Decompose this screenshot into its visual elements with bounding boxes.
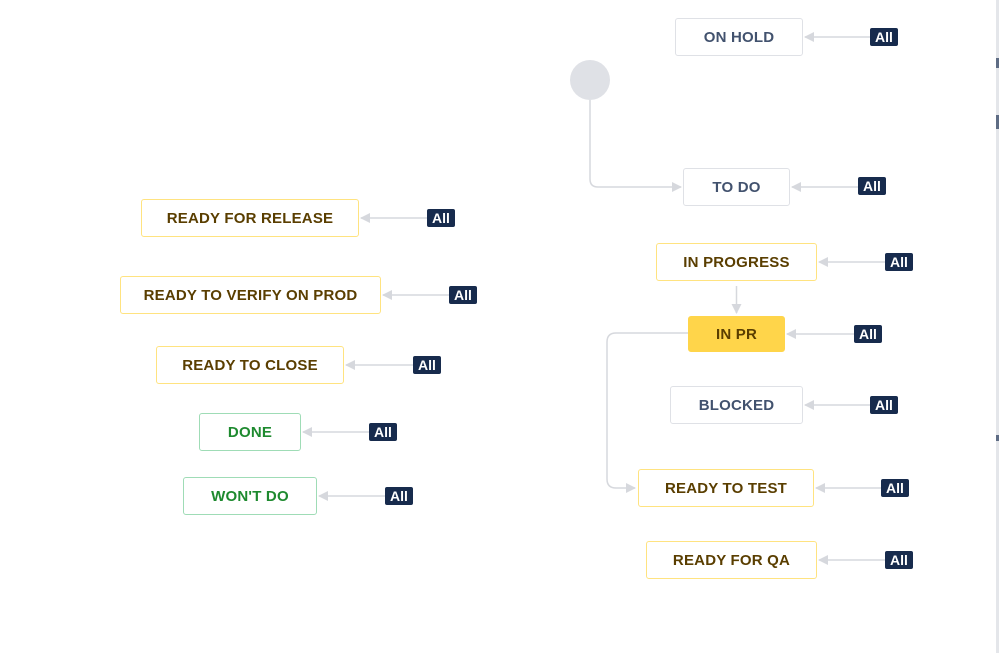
all-transition-badge[interactable]: All <box>885 253 913 271</box>
scrollbar-track[interactable] <box>996 0 999 653</box>
all-transition-badge[interactable]: All <box>858 177 886 195</box>
all-transition-badge[interactable]: All <box>854 325 882 343</box>
all-transition-badge[interactable]: All <box>427 209 455 227</box>
scrollbar-marker <box>996 58 999 68</box>
all-transition-badge[interactable]: All <box>449 286 477 304</box>
status-in-pr[interactable]: IN PR <box>688 316 785 352</box>
status-ready-for-release[interactable]: READY FOR RELEASE <box>141 199 359 237</box>
status-ready-to-verify-on-prod[interactable]: READY TO VERIFY ON PROD <box>120 276 381 314</box>
status-in-progress[interactable]: IN PROGRESS <box>656 243 817 281</box>
transition-arrow <box>606 332 688 493</box>
status-blocked[interactable]: BLOCKED <box>670 386 803 424</box>
transition-arrow <box>589 100 682 192</box>
scrollbar-marker <box>996 435 999 441</box>
start-node <box>570 60 610 100</box>
all-transition-badge[interactable]: All <box>413 356 441 374</box>
status-ready-to-close[interactable]: READY TO CLOSE <box>156 346 344 384</box>
all-transition-badge[interactable]: All <box>870 396 898 414</box>
status-wont-do[interactable]: WON'T DO <box>183 477 317 515</box>
all-transition-badge[interactable]: All <box>385 487 413 505</box>
all-transition-badge[interactable]: All <box>870 28 898 46</box>
all-transition-badge[interactable]: All <box>881 479 909 497</box>
status-done[interactable]: DONE <box>199 413 301 451</box>
status-to-do[interactable]: TO DO <box>683 168 790 206</box>
status-ready-for-qa[interactable]: READY FOR QA <box>646 541 817 579</box>
scrollbar-marker <box>996 115 999 129</box>
all-transition-badge[interactable]: All <box>885 551 913 569</box>
status-ready-to-test[interactable]: READY TO TEST <box>638 469 814 507</box>
status-on-hold[interactable]: ON HOLD <box>675 18 803 56</box>
all-transition-badge[interactable]: All <box>369 423 397 441</box>
